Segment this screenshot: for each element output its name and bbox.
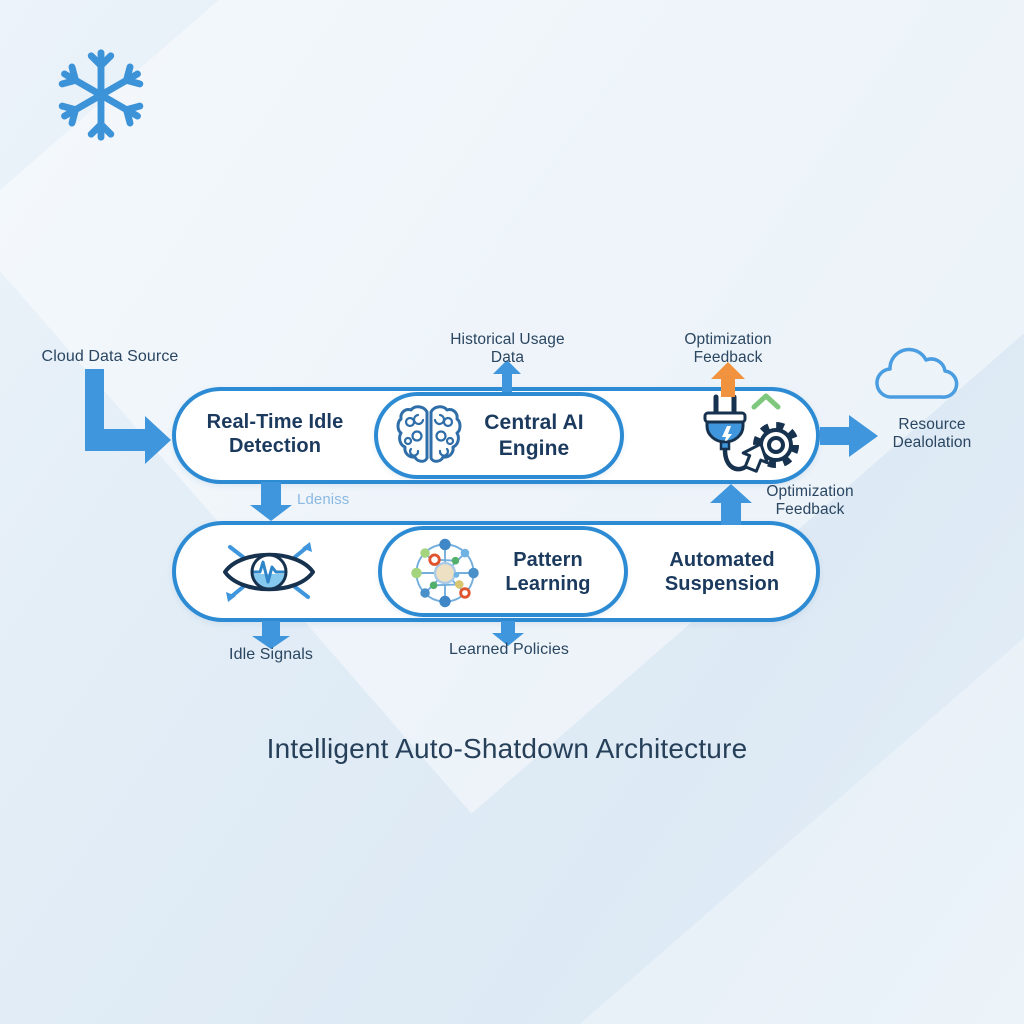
automated-suspension-label: Automated Suspension [664,549,780,596]
resource-deallocation-label: Resource Dealolation [892,416,972,452]
resource-deallocation-arrow [820,415,878,457]
plug-glyph [703,394,769,473]
brain-icon [396,405,462,463]
diagram-title: Intelligent Auto-Shatdown Architecture [266,733,748,764]
detection-edge-label: Ldeniss [297,491,350,508]
idle-signals-label: Idle Signals [229,646,313,663]
gear-glyph [753,422,799,468]
optimization-feedback-top-label: Optimization Feedback [684,331,772,367]
suspension-to-engine-arrow [710,484,752,525]
historical-usage-data-label: Historical Usage Data [450,331,565,367]
idle-signals-arrow [252,621,290,649]
pattern-network-icon [411,538,479,608]
optimization-feedback-mid-label: Optimization Feedback [766,483,854,519]
real-time-idle-detection-label: Real-Time Idle Detection [206,411,344,458]
detection-to-pattern-arrow [250,482,292,521]
eye-monitoring-icon [223,542,315,602]
snowflake-icon [52,40,150,150]
plug-gear-icon [703,393,799,473]
learned-policies-label: Learned Policies [449,641,569,658]
central-ai-engine-label: Central AI Engine [484,411,584,460]
cloud-icon [875,347,959,399]
source-arrow [85,369,171,464]
pattern-learning-label: Pattern Learning [505,549,591,596]
cloud-data-source-label: Cloud Data Source [41,348,179,365]
